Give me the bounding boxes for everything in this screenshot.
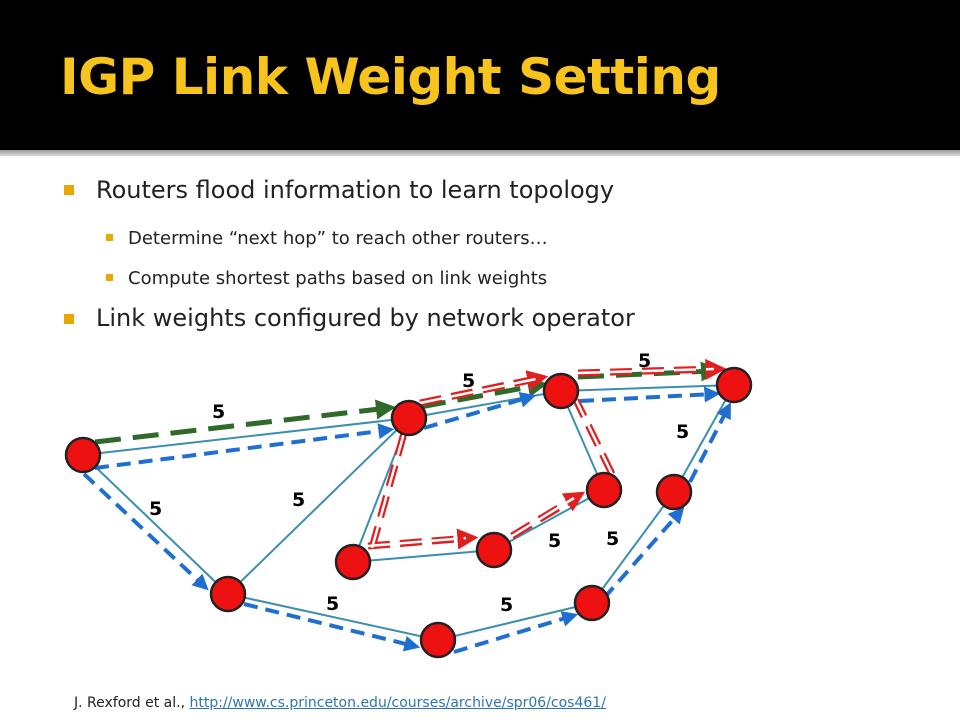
router-node — [585, 471, 623, 509]
red-path-core — [419, 377, 537, 405]
bullet-marker — [64, 185, 74, 195]
link — [591, 491, 675, 604]
link-group — [82, 384, 735, 641]
router-node — [334, 543, 372, 581]
router-node — [655, 473, 693, 511]
red-path-core — [367, 536, 467, 548]
citation-authors: J. Rexford et al., — [74, 695, 190, 711]
weight-labels: 5 5 5 5 5 5 5 5 5 5 — [149, 350, 689, 616]
red-path — [367, 358, 727, 550]
blue-path-arrow — [423, 392, 537, 430]
link-weight-label: 5 — [149, 498, 162, 520]
red-path-core — [574, 399, 614, 475]
router-node — [715, 366, 753, 404]
network-diagram: 5 5 5 5 5 5 5 5 5 5 — [64, 350, 753, 659]
citation: J. Rexford et al., http://www.cs.princet… — [74, 695, 606, 711]
blue-path-arrow — [579, 386, 721, 403]
green-path-arrow — [577, 361, 721, 382]
blue-path-arrow — [688, 402, 731, 483]
router-node — [419, 621, 457, 659]
link-weight-label: 5 — [326, 593, 339, 615]
router-node — [573, 584, 611, 622]
link — [352, 549, 495, 563]
red-path-core — [577, 367, 715, 375]
router-node — [209, 575, 247, 613]
router-node — [542, 372, 580, 410]
green-path — [94, 361, 721, 445]
bullet-marker — [64, 314, 74, 324]
sub-bullet-item: Compute shortest paths based on link wei… — [128, 268, 548, 289]
blue-path-arrow — [243, 602, 421, 652]
bullet-item: Link weights configured by network opera… — [96, 304, 635, 332]
link-weight-label: 5 — [548, 530, 561, 552]
link — [82, 454, 229, 595]
title-bar: IGP Link Weight Setting — [0, 0, 960, 150]
blue-path-arrow — [82, 472, 209, 591]
router-node — [475, 531, 513, 569]
link — [560, 384, 735, 392]
slide-content: Routers flood information to learn topol… — [0, 156, 960, 720]
sub-bullet-marker — [106, 274, 113, 281]
citation-link[interactable]: http://www.cs.princeton.edu/courses/arch… — [189, 695, 606, 711]
link-weight-label: 5 — [212, 401, 225, 423]
link-weight-label: 5 — [462, 370, 475, 392]
blue-path-arrow — [602, 507, 685, 600]
bullet-item: Routers flood information to learn topol… — [96, 176, 615, 204]
link-weight-label: 5 — [638, 350, 651, 372]
red-path-core — [370, 432, 406, 549]
slide-title: IGP Link Weight Setting — [60, 48, 721, 106]
link-weight-label: 5 — [500, 594, 513, 616]
link-weight-label: 5 — [606, 528, 619, 550]
blue-path — [82, 386, 731, 654]
router-node — [64, 436, 102, 474]
link-weight-label: 5 — [676, 421, 689, 443]
link — [437, 602, 593, 641]
sub-bullet-marker — [106, 234, 113, 241]
green-path-arrow — [419, 377, 548, 410]
link-weight-label: 5 — [292, 489, 305, 511]
title-divider — [0, 150, 960, 156]
link — [82, 417, 410, 456]
link — [227, 417, 410, 595]
router-node — [390, 399, 428, 437]
blue-path-arrow — [94, 423, 395, 470]
sub-bullet-item: Determine “next hop” to reach other rout… — [128, 228, 548, 249]
router-group — [64, 366, 753, 659]
link — [227, 593, 439, 641]
green-path-arrow — [94, 399, 396, 445]
red-path-core — [511, 496, 575, 538]
link — [493, 489, 605, 551]
